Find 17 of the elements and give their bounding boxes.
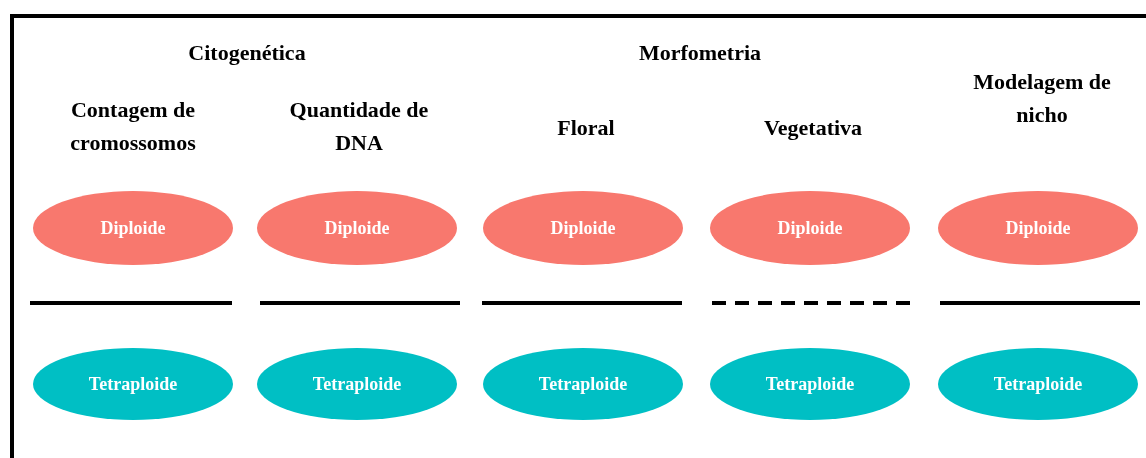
node-text: Diploide [777, 217, 843, 239]
node-text: Tetraploide [538, 373, 628, 395]
node-text: Tetraploide [88, 373, 178, 395]
node-text: Diploide [1005, 217, 1071, 239]
group-heading: Citogenética [187, 38, 307, 67]
group-heading: Morfometria [637, 38, 763, 67]
node-text: Diploide [550, 217, 616, 239]
column-heading: Vegetativa [762, 113, 864, 142]
node-text: Tetraploide [765, 373, 855, 395]
node-text: Diploide [324, 217, 390, 239]
node-text: Tetraploide [312, 373, 402, 395]
column-heading: Floral [556, 113, 616, 142]
node-text: Diploide [100, 217, 166, 239]
column-heading: Quantidade de DNA [288, 96, 430, 157]
node-text: Tetraploide [993, 373, 1083, 395]
column-heading: Contagem de cromossomos [69, 96, 197, 157]
column-heading: Modelagem de nicho [972, 68, 1112, 129]
